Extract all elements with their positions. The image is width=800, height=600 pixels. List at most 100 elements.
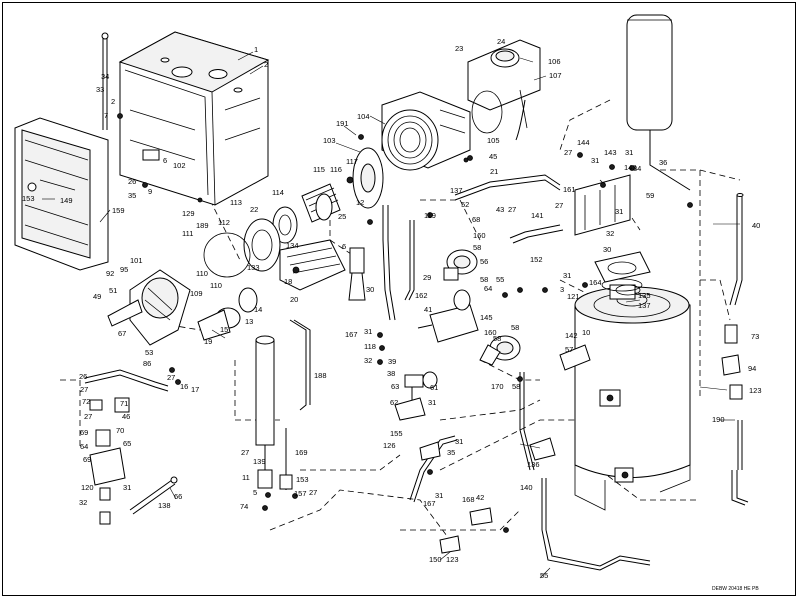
part-label: 27: [555, 201, 563, 210]
part-label: 105: [487, 136, 500, 145]
boiler-casing: [118, 31, 270, 206]
part-label: 101: [130, 256, 143, 265]
pipe-136: [541, 529, 651, 571]
part-label: 1: [254, 45, 258, 54]
pipe-190: [731, 470, 749, 506]
flow-pipes-center: [348, 205, 415, 321]
part-label: 6: [163, 156, 167, 165]
part-label: 62: [390, 398, 398, 407]
part-label: 168: [462, 495, 475, 504]
fan-assembly: [279, 239, 346, 291]
part-label: 92: [106, 269, 114, 278]
part-label: 135: [638, 291, 651, 300]
part-label: 94: [748, 364, 756, 373]
part-label: 164: [589, 278, 602, 287]
part-label: 123: [446, 555, 459, 564]
part-label: 153: [296, 475, 309, 484]
part-label: 152: [530, 255, 543, 264]
part-label: 31: [563, 271, 571, 280]
gas-valve: [107, 269, 191, 346]
small-fixings: [117, 113, 693, 533]
part-label: 27: [309, 488, 317, 497]
part-label: 10: [582, 328, 590, 337]
part-label: 41: [424, 305, 432, 314]
part-label: 170: [491, 382, 504, 391]
burner: [301, 183, 341, 223]
part-label: 113: [230, 198, 242, 207]
part-label: 17: [191, 385, 199, 394]
part-label: 57: [565, 345, 573, 354]
part-label: 46: [122, 412, 130, 421]
part-label: 71: [120, 399, 128, 408]
part-label: 27: [167, 373, 175, 382]
part-label: 129: [182, 209, 195, 218]
part-label: 117: [346, 157, 358, 166]
part-label: 110: [196, 269, 208, 278]
part-label: 20: [290, 295, 298, 304]
part-label: 137: [450, 186, 463, 195]
part-label: 191: [336, 119, 349, 128]
part-label: 136: [527, 460, 540, 469]
part-label: 26: [128, 177, 136, 186]
part-label: 55: [540, 571, 548, 580]
part-label: 102: [173, 161, 186, 170]
part-label: 160: [484, 328, 497, 337]
part-label: 58: [512, 382, 520, 391]
part-label: 142: [565, 331, 578, 340]
part-label: 32: [79, 498, 87, 507]
part-label: 16: [180, 382, 188, 391]
part-label: 138: [158, 501, 171, 510]
part-label: 21: [490, 167, 498, 176]
part-label: 69: [83, 455, 91, 464]
part-label: 30: [366, 285, 374, 294]
part-label: 9: [148, 187, 152, 196]
part-label: 73: [751, 332, 759, 341]
part-label: 161: [563, 185, 576, 194]
part-label: 67: [118, 329, 126, 338]
part-label: 159: [112, 206, 125, 215]
part-label: 119: [424, 211, 436, 220]
part-label: 169: [295, 448, 308, 457]
part-label: 59: [646, 191, 654, 200]
vent-pipe-34: [101, 32, 109, 130]
manifold-right: [574, 174, 631, 236]
flue-hood: [467, 39, 541, 141]
part-label: 31: [364, 327, 372, 336]
pump-upper: [443, 249, 478, 281]
leader-lines: [42, 51, 740, 579]
pipe-123: [529, 437, 556, 530]
part-label: 31: [455, 437, 463, 446]
part-label: 27: [80, 385, 88, 394]
part-label: 103: [323, 136, 336, 145]
part-label: 145: [480, 313, 493, 322]
part-label: 3: [560, 285, 564, 294]
part-label: 23: [455, 44, 463, 53]
part-label: 31: [615, 207, 623, 216]
part-label: 190: [712, 415, 725, 424]
part-label: 111: [182, 229, 193, 238]
part-label: 139: [253, 457, 266, 466]
venturi: [197, 287, 258, 341]
burner-door: [346, 147, 384, 209]
part-label: 162: [415, 291, 428, 300]
part-label: 2: [264, 60, 268, 69]
part-label: 26: [79, 372, 87, 381]
part-label: 126: [383, 441, 396, 450]
part-label: 141: [531, 211, 544, 220]
part-label: 24: [497, 37, 505, 46]
part-label: 95: [120, 265, 128, 274]
pipe-141: [509, 224, 564, 244]
part-label: 14: [254, 305, 262, 314]
part-label: 39: [388, 357, 396, 366]
part-label: 167: [423, 499, 436, 508]
part-label: 25: [338, 212, 346, 221]
gasket-105: [471, 90, 503, 134]
part-label: 123: [749, 386, 762, 395]
part-label: 2: [111, 97, 115, 106]
part-label: 58: [480, 275, 488, 284]
part-label: 32: [606, 229, 614, 238]
part-label: 153: [22, 194, 35, 203]
part-label: 106: [548, 57, 561, 66]
